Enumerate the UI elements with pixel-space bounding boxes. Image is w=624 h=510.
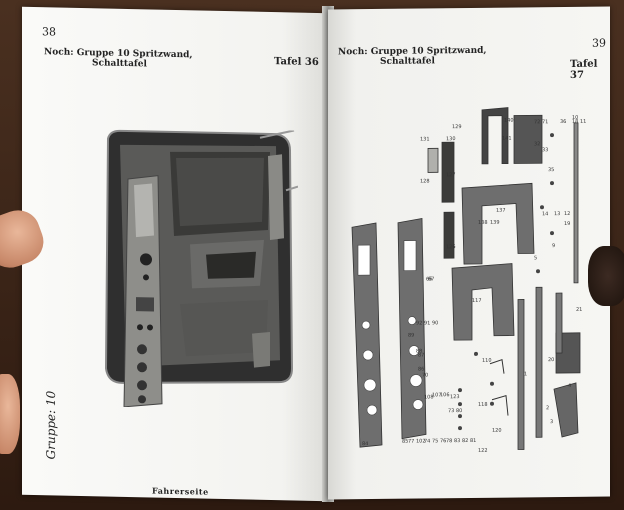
- part-label: 77: [408, 438, 415, 445]
- tafel-right: Tafel 37: [570, 58, 598, 81]
- part-label: 14: [542, 211, 549, 218]
- part-label: 122: [478, 447, 488, 454]
- part-label: 128: [420, 178, 430, 185]
- part-label: 91: [424, 320, 431, 327]
- right-thumb: [588, 246, 624, 306]
- part-label: 137: [496, 207, 506, 214]
- part-label: 12: [564, 210, 571, 218]
- page-number-right: 39: [592, 36, 606, 50]
- dashboard-photo: [104, 129, 298, 408]
- part-label: 131: [420, 136, 430, 143]
- part-label: 89: [408, 332, 415, 339]
- part-label: 33: [542, 147, 549, 154]
- part-label: 80: [456, 408, 463, 415]
- part-label: 21: [576, 306, 583, 313]
- part-label: 71: [542, 119, 549, 126]
- part-label: 87: [418, 352, 425, 359]
- header-right-line2: Schalttafel: [380, 56, 435, 67]
- part-label: 140: [504, 117, 514, 124]
- part-label: 139: [490, 219, 500, 226]
- header-left-line2: Schalttafel: [92, 58, 147, 70]
- part-label: 36: [560, 118, 567, 126]
- part-label: 1: [524, 371, 528, 378]
- part-label: 108: [424, 394, 434, 401]
- part-label: 129: [452, 124, 462, 131]
- part-label: 11: [580, 118, 587, 125]
- part-label: 9: [552, 243, 556, 250]
- tafel-left: Tafel 36: [274, 56, 319, 69]
- part-label: 117: [472, 297, 482, 304]
- part-label: 84: [362, 441, 369, 448]
- part-label: 127: [446, 172, 456, 179]
- part-label: 78: [446, 438, 453, 445]
- part-label: 75: [432, 438, 439, 445]
- page-number-left: 38: [42, 25, 56, 39]
- part-label: 83: [454, 438, 461, 445]
- part-label: 123: [450, 394, 460, 401]
- part-label: 19: [564, 220, 571, 228]
- right-page: 39 Noch: Gruppe 10 Spritzwand, Schalttaf…: [328, 6, 610, 500]
- part-label: 73: [448, 408, 455, 415]
- part-label: 3: [550, 419, 554, 426]
- gruppe-label: Gruppe: 10: [44, 390, 58, 460]
- part-label: 4: [568, 382, 572, 389]
- part-label: 120: [492, 427, 502, 434]
- part-label: 5: [534, 255, 538, 262]
- part-label: 130: [446, 136, 456, 143]
- left-hand: [0, 374, 20, 454]
- part-label: 92: [416, 320, 423, 327]
- part-label: 66: [426, 276, 433, 283]
- part-label: 20: [548, 357, 555, 364]
- part-label: 72: [534, 119, 541, 126]
- exploded-parts-diagram: [351, 107, 581, 450]
- part-label: 70: [422, 372, 429, 379]
- part-label: 2: [546, 405, 550, 412]
- part-label: 90: [432, 320, 439, 327]
- part-label: 118: [478, 401, 488, 408]
- part-label: 81: [470, 437, 477, 444]
- part-label: 138: [478, 219, 488, 226]
- part-label: 10: [572, 114, 579, 121]
- part-label: 141: [502, 135, 512, 142]
- left-page: 38 Noch: Gruppe 10 Spritzwand, Schalttaf…: [22, 6, 328, 502]
- part-label: 110: [482, 357, 492, 364]
- part-label: 82: [462, 438, 469, 445]
- part-label: 74: [424, 438, 431, 445]
- part-label: 126: [446, 244, 456, 251]
- footer-left: Fahrerseite: [152, 485, 209, 497]
- part-label: 35: [548, 167, 555, 174]
- part-label: 13: [554, 211, 561, 218]
- part-label: 32: [534, 141, 541, 148]
